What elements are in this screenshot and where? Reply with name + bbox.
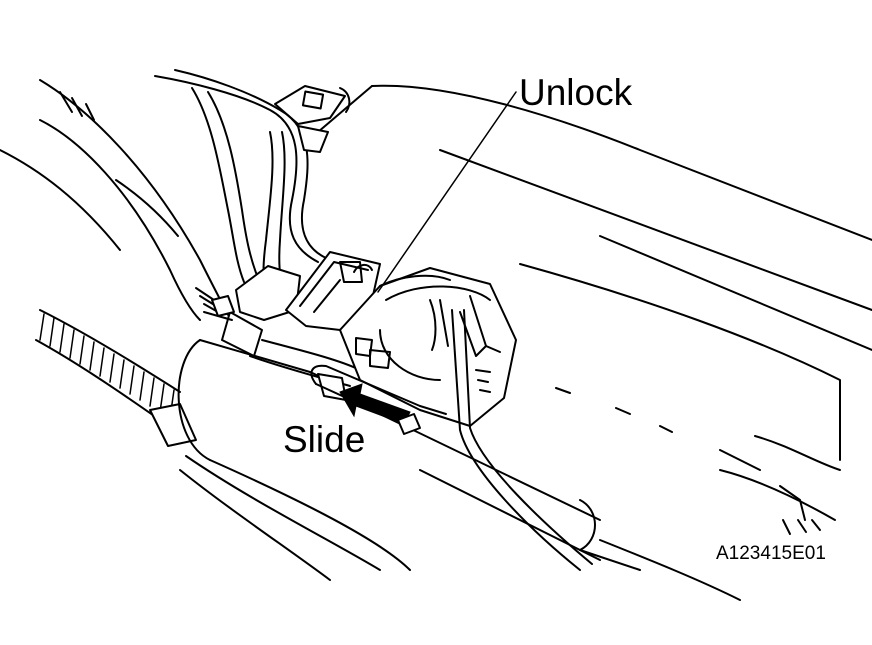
hose-clamp-top xyxy=(274,85,351,125)
corrugated-tube xyxy=(35,309,197,447)
large-hose xyxy=(0,79,237,331)
unlock-callout: Unlock xyxy=(519,72,633,113)
unlock-leader-line xyxy=(377,91,517,293)
slide-lock-sleeve xyxy=(310,364,421,435)
wire-rod xyxy=(451,309,593,571)
slide-callout: Slide xyxy=(283,419,366,460)
inline-connector xyxy=(203,295,361,387)
figure-code: A123415E01 xyxy=(716,543,826,564)
main-connector xyxy=(285,251,517,427)
lower-cylinder xyxy=(177,339,741,601)
